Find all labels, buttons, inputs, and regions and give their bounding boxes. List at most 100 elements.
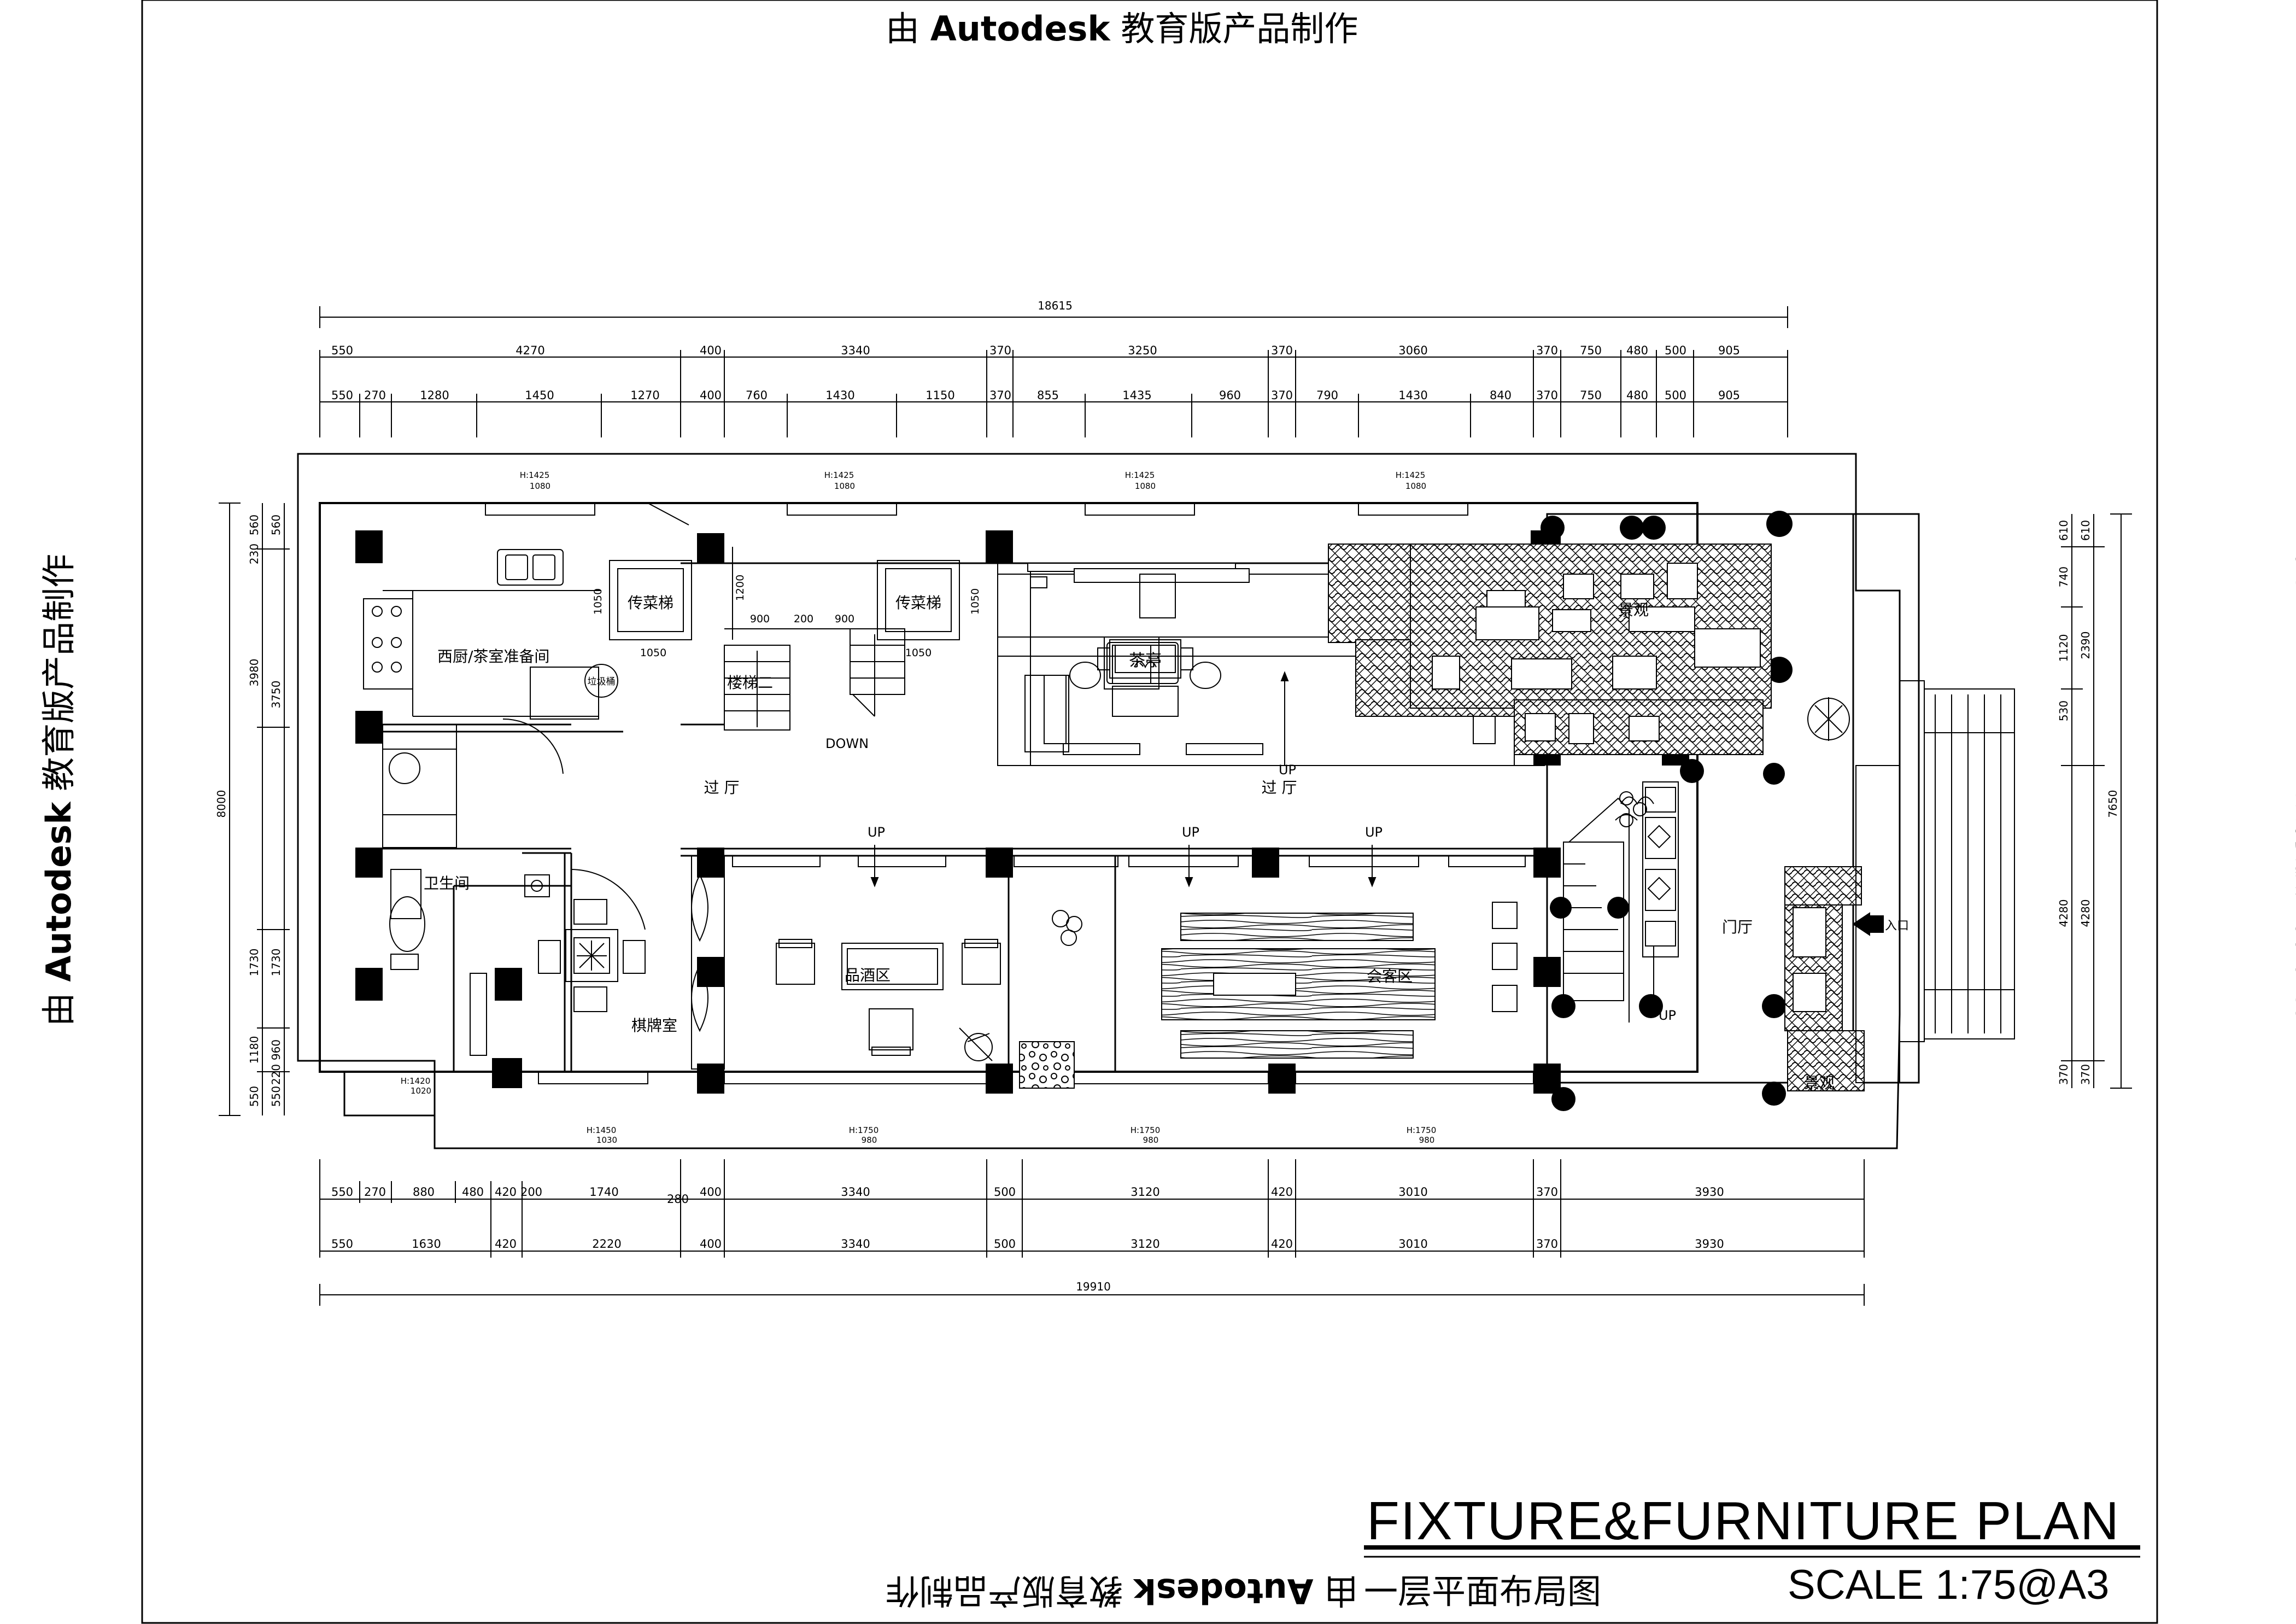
foyer-label: 门厅 bbox=[1722, 918, 1753, 936]
stair-down-label: DOWN bbox=[825, 736, 869, 751]
room-kitchen-label: 西厨/茶室准备间 bbox=[437, 647, 549, 665]
svg-text:H:1450: H:1450 bbox=[587, 1125, 617, 1135]
svg-text:1180: 1180 bbox=[248, 1036, 261, 1064]
svg-text:790: 790 bbox=[1316, 389, 1338, 402]
dim-bottom-row1: 550 270 880 480 420 200 1740 280 400 334… bbox=[331, 1185, 1724, 1206]
svg-text:980: 980 bbox=[1419, 1135, 1435, 1145]
svg-text:400: 400 bbox=[700, 344, 722, 357]
plant-symbols bbox=[1615, 697, 1850, 827]
svg-text:500: 500 bbox=[994, 1185, 1016, 1199]
svg-text:900: 900 bbox=[835, 613, 854, 625]
svg-text:4280: 4280 bbox=[2057, 899, 2070, 927]
svg-text:3340: 3340 bbox=[841, 1237, 870, 1251]
svg-text:400: 400 bbox=[700, 1237, 722, 1251]
svg-text:270: 270 bbox=[364, 1185, 386, 1199]
svg-text:960: 960 bbox=[1219, 389, 1241, 402]
svg-text:855: 855 bbox=[1037, 389, 1059, 402]
svg-text:960: 960 bbox=[270, 1039, 283, 1060]
toilet bbox=[382, 718, 646, 970]
svg-text:610: 610 bbox=[2057, 520, 2070, 541]
svg-text:230: 230 bbox=[248, 544, 261, 564]
dim-right-total: 7650 bbox=[2106, 790, 2119, 818]
svg-text:500: 500 bbox=[1665, 389, 1686, 402]
svg-text:370: 370 bbox=[1536, 1237, 1558, 1251]
landscape-top-label: 景观 bbox=[1618, 601, 1649, 619]
svg-text:550: 550 bbox=[331, 389, 353, 402]
garbage-label: 垃圾桶 bbox=[588, 676, 616, 687]
svg-text:370: 370 bbox=[1536, 389, 1558, 402]
svg-text:H:1425: H:1425 bbox=[824, 470, 854, 480]
svg-text:560: 560 bbox=[248, 515, 261, 535]
drawing-title: FIXTURE&FURNITURE PLAN bbox=[1367, 1491, 2121, 1551]
svg-text:220: 220 bbox=[270, 1064, 283, 1085]
entrance-label: 入口 bbox=[1885, 919, 1909, 933]
svg-text:1630: 1630 bbox=[412, 1237, 441, 1251]
svg-text:400: 400 bbox=[700, 389, 722, 402]
meeting-area-label: 会客区 bbox=[1367, 967, 1413, 985]
dim-bottom-total: 19910 bbox=[1076, 1280, 1111, 1293]
dumbwaiter-left-label: 传菜梯 bbox=[628, 594, 673, 612]
landscape-foyer-label: 景观 bbox=[1804, 1074, 1835, 1092]
svg-text:1740: 1740 bbox=[589, 1185, 618, 1199]
dim-left-inner: 560 3750 1730 960 220 550 bbox=[270, 515, 283, 1107]
svg-text:3060: 3060 bbox=[1398, 344, 1427, 357]
svg-text:740: 740 bbox=[2057, 566, 2070, 587]
dim-top-row2: 550 270 1280 1450 1270 400 760 1430 1150… bbox=[331, 389, 1740, 402]
svg-text:1050: 1050 bbox=[592, 588, 604, 615]
svg-text:840: 840 bbox=[1490, 389, 1512, 402]
lift-dims: 1050 1050 1050 1050 bbox=[592, 588, 981, 659]
watermark-prefix: 由 bbox=[886, 9, 930, 49]
dim-right-outer: 610 2390 4280 370 bbox=[2079, 520, 2092, 1085]
svg-text:4280: 4280 bbox=[2079, 899, 2092, 927]
left-dimensions bbox=[219, 503, 290, 1116]
svg-text:2220: 2220 bbox=[592, 1237, 621, 1251]
svg-text:370: 370 bbox=[1271, 389, 1293, 402]
landscape-top bbox=[1328, 544, 1772, 755]
svg-text:420: 420 bbox=[495, 1237, 517, 1251]
svg-text:1080: 1080 bbox=[834, 481, 855, 491]
drawing-scale: SCALE 1:75@A3 bbox=[1788, 1562, 2110, 1608]
tea-pavilion-furniture bbox=[1024, 563, 1250, 752]
top-dim-ticks bbox=[319, 350, 1788, 437]
svg-text:H:1425: H:1425 bbox=[520, 470, 550, 480]
hall-label-left: 过 厅 bbox=[704, 779, 740, 797]
svg-text:3930: 3930 bbox=[1695, 1237, 1724, 1251]
chess-room bbox=[470, 899, 646, 1056]
svg-text:1450: 1450 bbox=[525, 389, 554, 402]
svg-text:370: 370 bbox=[2057, 1064, 2070, 1085]
svg-text:2390: 2390 bbox=[2079, 632, 2092, 659]
up-label-meeting-right: UP bbox=[1365, 825, 1383, 840]
right-dimensions bbox=[2061, 513, 2132, 1089]
svg-text:370: 370 bbox=[989, 389, 1011, 402]
svg-text:1730: 1730 bbox=[270, 949, 283, 977]
watermark-brand: Autodesk bbox=[930, 9, 1110, 49]
svg-text:610: 610 bbox=[2079, 520, 2092, 541]
svg-text:3340: 3340 bbox=[841, 344, 870, 357]
svg-text:H:1750: H:1750 bbox=[849, 1125, 879, 1135]
svg-text:370: 370 bbox=[2079, 1064, 2092, 1085]
svg-text:1120: 1120 bbox=[2057, 634, 2070, 662]
svg-text:370: 370 bbox=[1271, 344, 1293, 357]
svg-text:4270: 4270 bbox=[516, 344, 544, 357]
dim-top-row1: 550 4270 400 3340 370 3250 370 3060 370 … bbox=[331, 344, 1740, 357]
svg-text:980: 980 bbox=[862, 1135, 877, 1145]
dim-bottom-row2: 550 1630 420 2220 400 3340 500 3120 420 … bbox=[331, 1237, 1724, 1251]
svg-text:900: 900 bbox=[750, 613, 770, 625]
svg-text:3010: 3010 bbox=[1398, 1237, 1427, 1251]
sheet-border bbox=[141, 0, 2158, 1624]
svg-text:905: 905 bbox=[1718, 344, 1740, 357]
svg-text:480: 480 bbox=[1626, 389, 1648, 402]
svg-text:1430: 1430 bbox=[825, 389, 854, 402]
svg-text:3340: 3340 bbox=[841, 1185, 870, 1199]
up-label-meeting: UP bbox=[1182, 825, 1199, 840]
svg-text:3120: 3120 bbox=[1131, 1237, 1159, 1251]
svg-text:550: 550 bbox=[248, 1086, 261, 1107]
dim-left-total: 8000 bbox=[215, 790, 228, 818]
svg-text:1150: 1150 bbox=[926, 389, 954, 402]
chess-room-label: 棋牌室 bbox=[631, 1017, 677, 1035]
svg-text:H:1750: H:1750 bbox=[1407, 1125, 1437, 1135]
dumbwaiter-right bbox=[877, 560, 960, 640]
svg-text:880: 880 bbox=[413, 1185, 435, 1199]
